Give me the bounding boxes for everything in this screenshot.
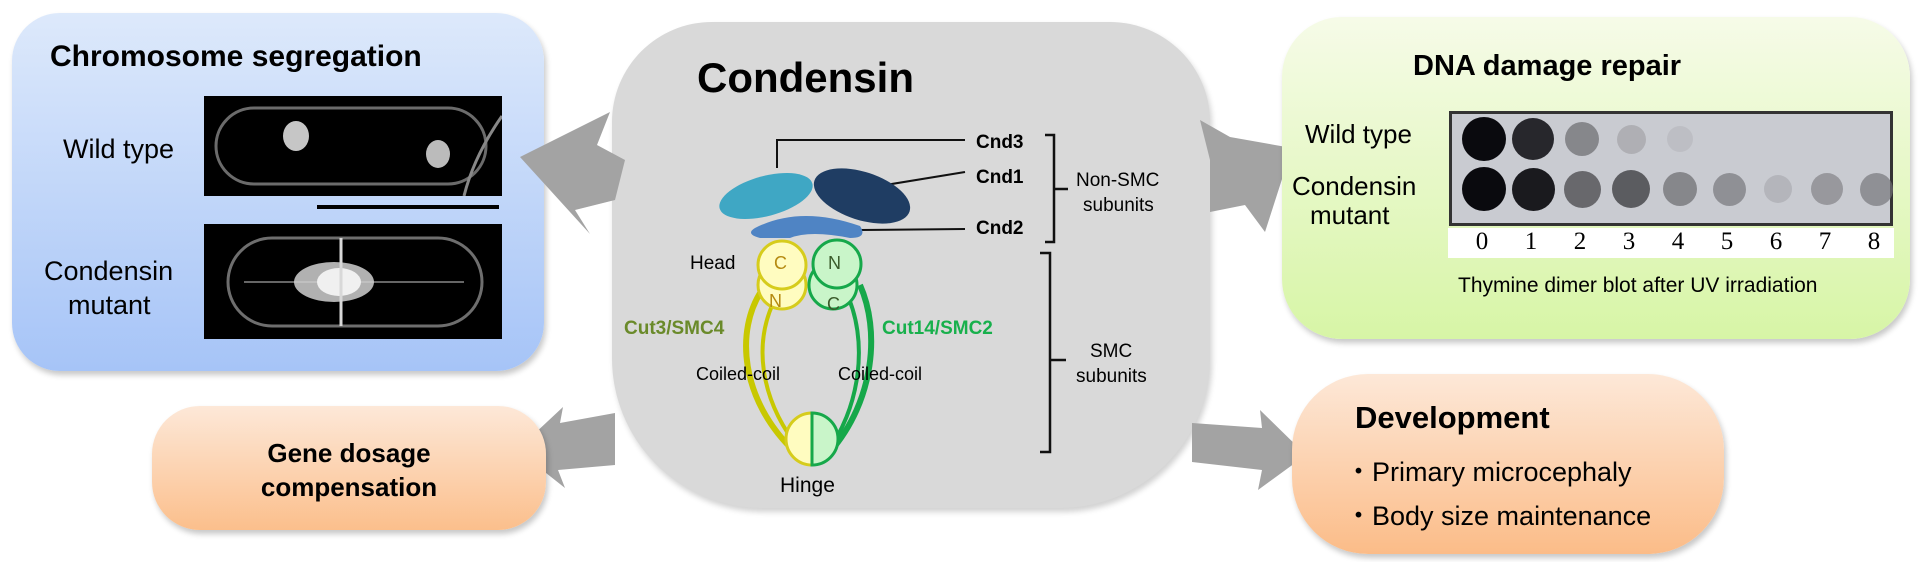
lane-label: 4 <box>1671 228 1685 255</box>
coiled-coil-left-label: Coiled-coil <box>696 364 781 384</box>
mutant-blot-dot <box>1764 175 1792 203</box>
arrow-to-development <box>1192 410 1306 490</box>
development-item-microcephaly: ・Primary microcephaly <box>1345 457 1632 487</box>
mutant-blot-dot <box>1511 167 1555 211</box>
wild-type-blot-dot <box>1565 122 1599 156</box>
lane-label: 7 <box>1818 228 1832 255</box>
head-label: Head <box>690 253 736 274</box>
gene-dosage-title-line1: Gene dosage <box>267 438 431 468</box>
hinge-smc4-half <box>784 411 814 467</box>
smc-label-line1: SMC <box>1090 341 1133 362</box>
chromosome-segregation-title: Chromosome segregation <box>50 40 422 73</box>
cnd3-subunit <box>719 173 813 219</box>
wild-type-blot-dot <box>1616 124 1646 154</box>
hinge-smc2-half <box>810 411 840 467</box>
cnd1-subunit <box>813 168 911 224</box>
lane-label: 2 <box>1573 228 1587 255</box>
gene-dosage-title-line2: compensation <box>260 472 438 502</box>
smc4-head-c <box>756 239 808 291</box>
cnd1-label: Cnd1 <box>976 167 1024 188</box>
scale-bar <box>317 205 499 209</box>
coiled-coil-right-label: Coiled-coil <box>838 364 923 384</box>
condensin-title: Condensin <box>697 54 914 101</box>
cnd3-label: Cnd3 <box>976 132 1024 153</box>
development-item-body-size: ・Body size maintenance <box>1345 501 1652 531</box>
cnd2-leader-line <box>859 228 966 231</box>
thymine-dimer-blot <box>1449 111 1893 226</box>
blot-mutant-label: mutant <box>1310 200 1390 230</box>
mutant-label: mutant <box>68 290 151 320</box>
cnd2-subunit <box>751 215 863 238</box>
cnd3-leader-line <box>776 139 965 168</box>
mutant-blot-dot <box>1612 170 1650 208</box>
lane-label: 5 <box>1720 228 1734 255</box>
non-smc-bracket <box>1045 133 1056 244</box>
wild-type-blot-dot <box>1512 118 1554 160</box>
non-smc-label-line2: subunits <box>1083 195 1154 216</box>
smc4-coil-outer <box>743 288 798 455</box>
smc2-c-terminus: C <box>827 294 840 314</box>
smc4-n-terminus: N <box>769 291 782 311</box>
smc4-label: Cut3/SMC4 <box>624 318 725 339</box>
smc2-n-terminus: N <box>828 253 841 273</box>
smc2-head-n <box>811 238 863 290</box>
condensin-panel <box>612 22 1210 508</box>
smc-bracket <box>1040 251 1052 454</box>
condensin-label: Condensin <box>44 256 174 286</box>
lane-label: 0 <box>1475 228 1489 255</box>
arrow-to-dna-damage-repair <box>1200 120 1292 232</box>
lane-label: 6 <box>1769 228 1783 255</box>
lane-label: 1 <box>1524 228 1538 255</box>
mutant-blot-dot <box>1563 170 1601 208</box>
arrow-to-chromosome-segregation <box>520 112 625 234</box>
wild-type-label: Wild type <box>63 134 175 164</box>
blot-caption: Thymine dimer blot after UV irradiation <box>1458 274 1818 297</box>
non-smc-label-line1: Non-SMC <box>1076 170 1160 191</box>
mutant-blot-dot <box>1462 167 1506 211</box>
gene-dosage-panel <box>152 406 546 530</box>
wild-type-micrograph <box>204 96 502 196</box>
blot-condensin-label: Condensin <box>1292 171 1417 201</box>
blot-lane-labels: 0 1 2 3 4 5 6 7 8 <box>1448 228 1894 258</box>
lane-label: 8 <box>1867 228 1881 255</box>
development-panel <box>1292 374 1724 554</box>
arrows <box>517 112 1306 490</box>
smc4-c-terminus: C <box>774 253 787 273</box>
mutant-blot-dot <box>1859 172 1893 206</box>
mutant-blot-dot <box>1811 173 1843 205</box>
mutant-blot-dot <box>1663 172 1697 206</box>
condensin-mutant-micrograph <box>204 224 502 339</box>
wild-type-blot-dot <box>1666 125 1694 153</box>
wild-type-blot-dot <box>1462 117 1506 161</box>
dna-damage-repair-title: DNA damage repair <box>1413 50 1682 82</box>
cnd2-label: Cnd2 <box>976 218 1024 239</box>
mutant-blot-dot <box>1712 172 1746 206</box>
smc-label-line2: subunits <box>1076 366 1147 387</box>
smc2-coil-outer <box>827 283 875 454</box>
development-title: Development <box>1355 400 1550 435</box>
hinge-label: Hinge <box>780 474 835 497</box>
lane-label: 3 <box>1622 228 1636 255</box>
blot-wild-type-label: Wild type <box>1305 119 1412 149</box>
smc2-label: Cut14/SMC2 <box>882 318 993 339</box>
